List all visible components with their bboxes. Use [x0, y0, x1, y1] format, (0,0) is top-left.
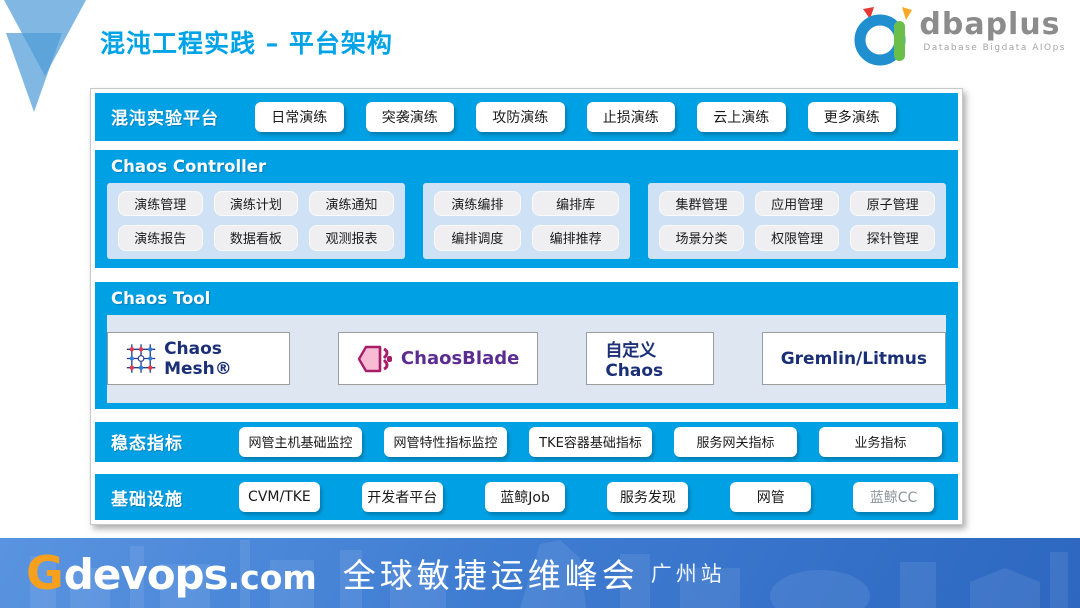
- metrics-buttons: 网管主机基础监控网管特性指标监控 TKE容器基础指标服务网关指标业务指标: [239, 426, 942, 457]
- chaos-mesh-label: Chaos Mesh®: [164, 338, 232, 379]
- dbaplus-logo: dbaplus Database Bigdata AIOps: [851, 6, 1066, 68]
- infrastructure-band: 基础设施 CVM/TKE 开发者平台 蓝鲸Job 服务发现 网管 蓝鲸CC: [95, 474, 958, 520]
- event-title: 全球敏捷运维峰会: [342, 556, 639, 595]
- chaos-tool-title: Chaos Tool: [111, 288, 211, 308]
- brand-name: devops: [63, 550, 229, 599]
- city-skyline-decoration: [30, 540, 1068, 608]
- controller-module-chip: 应用管理: [754, 190, 840, 217]
- controller-group-drill-management: 演练管理演练计划演练通知演练报告数据看板观测报表: [107, 182, 405, 259]
- logo-brand-name: dbaplus: [919, 7, 1061, 42]
- controller-module-chip: 编排库: [532, 190, 620, 217]
- logo-tagline: Database Bigdata AIOps: [923, 43, 1066, 53]
- chaos-mesh-icon: [126, 344, 156, 373]
- custom-chaos-box: 自定义Chaos: [586, 332, 714, 386]
- infrastructure-chip: 开发者平台: [361, 482, 443, 513]
- controller-module-chip: 编排推荐: [532, 225, 620, 251]
- infrastructure-chip: CVM/TKE: [239, 482, 320, 513]
- chaos-controller-band: Chaos Controller 演练管理演练计划演练通知演练报告数据看板观测报…: [95, 149, 958, 268]
- drill-type-chip: 止损演练: [586, 101, 675, 132]
- dbaplus-logo-text: dbaplus Database Bigdata AIOps: [919, 7, 1066, 54]
- corner-triangles-decoration: [4, 0, 86, 112]
- infrastructure-chip: 服务发现: [607, 482, 689, 513]
- controller-module-chip: 集群管理: [659, 190, 744, 217]
- gremlin-litmus-label: Gremlin/Litmus: [780, 348, 927, 369]
- infrastructure-label: 基础设施: [111, 489, 183, 510]
- steady-state-metrics-band: 稳态指标 网管主机基础监控网管特性指标监控 TKE容器基础指标服务网关指标业务指标: [95, 421, 958, 463]
- metric-chip: 服务网关指标: [674, 426, 797, 457]
- controller-module-chip: 演练通知: [309, 190, 394, 217]
- chaos-controller-title: Chaos Controller: [111, 156, 267, 176]
- controller-module-chip: 演练计划: [213, 190, 299, 217]
- chaosblade-box: ChaosBlade: [337, 332, 539, 386]
- drill-type-chip: 日常演练: [255, 101, 344, 132]
- gremlin-litmus-box: Gremlin/Litmus: [761, 332, 946, 386]
- dbaplus-logo-icon: [854, 7, 913, 66]
- drill-type-chip: 突袭演练: [365, 101, 454, 132]
- chaos-tool-panel: Chaos Mesh® ChaosBlade 自定义Chaos: [107, 314, 946, 403]
- drill-type-chip: 攻防演练: [476, 101, 565, 132]
- experiment-platform-label: 混沌实验平台: [111, 109, 219, 130]
- controller-group-orchestration: 演练编排编排库编排调度编排推荐: [422, 182, 631, 259]
- drill-type-chip: 更多演练: [807, 101, 896, 132]
- drill-type-chip: 云上演练: [697, 101, 786, 132]
- metric-chip: TKE容器基础指标: [529, 426, 652, 457]
- chaosblade-icon: [357, 345, 392, 372]
- infrastructure-chip: 蓝鲸CC: [853, 482, 934, 513]
- experiment-platform-band: 混沌实验平台 日常演练突袭演练攻防演练止损演练云上演练更多演练: [95, 93, 958, 141]
- architecture-panel: 混沌实验平台 日常演练突袭演练攻防演练止损演练云上演练更多演练 Chaos Co…: [90, 88, 963, 525]
- chaos-mesh-box: Chaos Mesh®: [107, 332, 290, 386]
- chaosblade-label: ChaosBlade: [400, 348, 520, 370]
- brand-domain: .com: [227, 558, 317, 597]
- custom-chaos-label: 自定义Chaos: [605, 341, 664, 382]
- chaos-controller-groups: 演练管理演练计划演练通知演练报告数据看板观测报表 演练编排编排库编排调度编排推荐…: [107, 182, 946, 259]
- infrastructure-chip: 网管: [730, 482, 812, 513]
- controller-module-chip: 编排调度: [433, 225, 521, 251]
- controller-module-chip: 演练编排: [433, 190, 521, 217]
- metric-chip: 网管主机基础监控: [239, 426, 362, 457]
- controller-module-chip: 原子管理: [850, 190, 935, 217]
- event-city: 广州站: [650, 562, 726, 586]
- controller-module-chip: 观测报表: [309, 225, 394, 251]
- metric-chip: 网管特性指标监控: [384, 426, 507, 457]
- controller-module-chip: 场景分类: [659, 225, 744, 251]
- controller-module-chip: 数据看板: [213, 225, 299, 251]
- infrastructure-chip: 蓝鲸Job: [484, 482, 566, 513]
- page-title: 混沌工程实践 – 平台架构: [100, 29, 393, 58]
- experiment-platform-buttons: 日常演练突袭演练攻防演练止损演练云上演练更多演练: [255, 101, 896, 132]
- infrastructure-buttons: CVM/TKE 开发者平台 蓝鲸Job 服务发现 网管 蓝鲸CC: [239, 482, 934, 513]
- metric-chip: 业务指标: [819, 426, 942, 457]
- metrics-label: 稳态指标: [111, 434, 183, 455]
- controller-module-chip: 演练报告: [118, 225, 203, 251]
- controller-module-chip: 演练管理: [118, 190, 203, 217]
- controller-module-chip: 权限管理: [754, 225, 840, 251]
- controller-module-chip: 探针管理: [850, 225, 935, 251]
- chaos-tool-band: Chaos Tool Chaos Mesh®: [95, 281, 958, 409]
- brand-g-letter: G: [26, 546, 64, 600]
- controller-group-administration: 集群管理应用管理原子管理场景分类权限管理探针管理: [648, 182, 946, 259]
